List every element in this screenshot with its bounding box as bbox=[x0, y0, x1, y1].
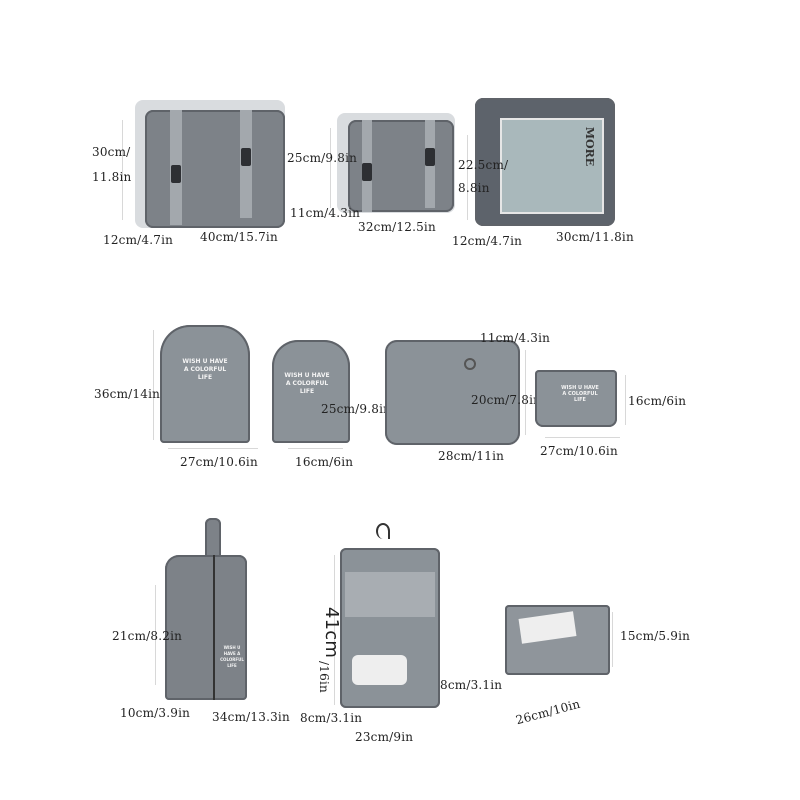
height-line bbox=[334, 555, 335, 705]
pouch-item bbox=[352, 655, 407, 685]
width-label: 27cm/10.6in bbox=[180, 455, 258, 469]
width-label: 26cm/10in bbox=[514, 696, 582, 728]
height-line bbox=[153, 330, 154, 440]
zipper-pull-icon bbox=[464, 358, 476, 370]
cube-body bbox=[145, 110, 285, 228]
width-line bbox=[545, 437, 620, 438]
height-label: /16in bbox=[316, 661, 331, 693]
width-label: 27cm/10.6in bbox=[540, 444, 618, 458]
width-label: 30cm/11.8in bbox=[556, 230, 634, 244]
height-label: 36cm/14in bbox=[94, 387, 161, 401]
bag-body bbox=[272, 340, 350, 443]
magazine-image: MORE bbox=[500, 118, 604, 214]
height-label: 20cm/7.8in bbox=[471, 393, 542, 407]
height-label: 22.5cm/ bbox=[458, 158, 509, 172]
width-line bbox=[168, 448, 258, 449]
magazine-title: MORE bbox=[583, 126, 597, 167]
height-label: 11.8in bbox=[92, 170, 132, 184]
hook-icon bbox=[376, 523, 390, 539]
width-label: 28cm/11in bbox=[438, 449, 505, 463]
zipper bbox=[213, 555, 215, 700]
pouch-body bbox=[535, 370, 617, 427]
pouch-print: WISH U HAVE A COLORFUL LIFE bbox=[561, 385, 599, 403]
buckle-icon bbox=[425, 148, 435, 166]
height-line bbox=[330, 128, 331, 208]
height-label: 25cm/9.8in bbox=[287, 151, 358, 165]
depth-label: 12cm/4.7in bbox=[103, 233, 174, 247]
height-line bbox=[155, 585, 156, 685]
buckle-icon bbox=[362, 163, 372, 181]
height-label: 30cm/ bbox=[92, 145, 131, 159]
bag-print: WISH U HAVE A COLORFUL LIFE bbox=[284, 372, 330, 395]
width-label: 34cm/13.3in bbox=[212, 710, 290, 724]
brush-pocket bbox=[345, 572, 435, 617]
bag-body bbox=[160, 325, 250, 443]
width-label: 16cm/6in bbox=[295, 455, 354, 469]
depth-label: 11cm/4.3in bbox=[290, 206, 361, 220]
width-label: 40cm/15.7in bbox=[200, 230, 278, 244]
height-label: 16cm/6in bbox=[628, 394, 687, 408]
depth-label: 8cm/3.1in bbox=[300, 711, 363, 725]
depth-label: 12cm/4.7in bbox=[452, 234, 523, 248]
depth-label: 11cm/4.3in bbox=[480, 331, 551, 345]
bag-print: WISH U HAVE A COLORFUL LIFE bbox=[182, 358, 228, 381]
height-line bbox=[625, 375, 626, 425]
height-line bbox=[612, 612, 613, 667]
height-line bbox=[122, 120, 123, 220]
box-body bbox=[385, 340, 520, 445]
height-label: 15cm/5.9in bbox=[620, 629, 691, 643]
width-label: 23cm/9in bbox=[355, 730, 414, 744]
buckle-icon bbox=[241, 148, 251, 166]
width-line bbox=[288, 448, 343, 449]
buckle-icon bbox=[171, 165, 181, 183]
depth-label: 8cm/3.1in bbox=[440, 678, 503, 692]
height-label: 41cm bbox=[321, 606, 343, 659]
width-label: 32cm/12.5in bbox=[358, 220, 436, 234]
depth-label: 10cm/3.9in bbox=[120, 706, 191, 720]
height-line bbox=[525, 350, 526, 435]
height-label: 21cm/8.2in bbox=[112, 629, 183, 643]
height-line bbox=[467, 135, 468, 220]
bag-handle bbox=[205, 518, 221, 563]
height-label: 25cm/9.8in bbox=[321, 402, 392, 416]
bag-print: WISH U HAVE A COLORFUL LIFE bbox=[220, 645, 244, 668]
height-label: 8.8in bbox=[458, 181, 490, 195]
bag-body bbox=[165, 555, 247, 700]
